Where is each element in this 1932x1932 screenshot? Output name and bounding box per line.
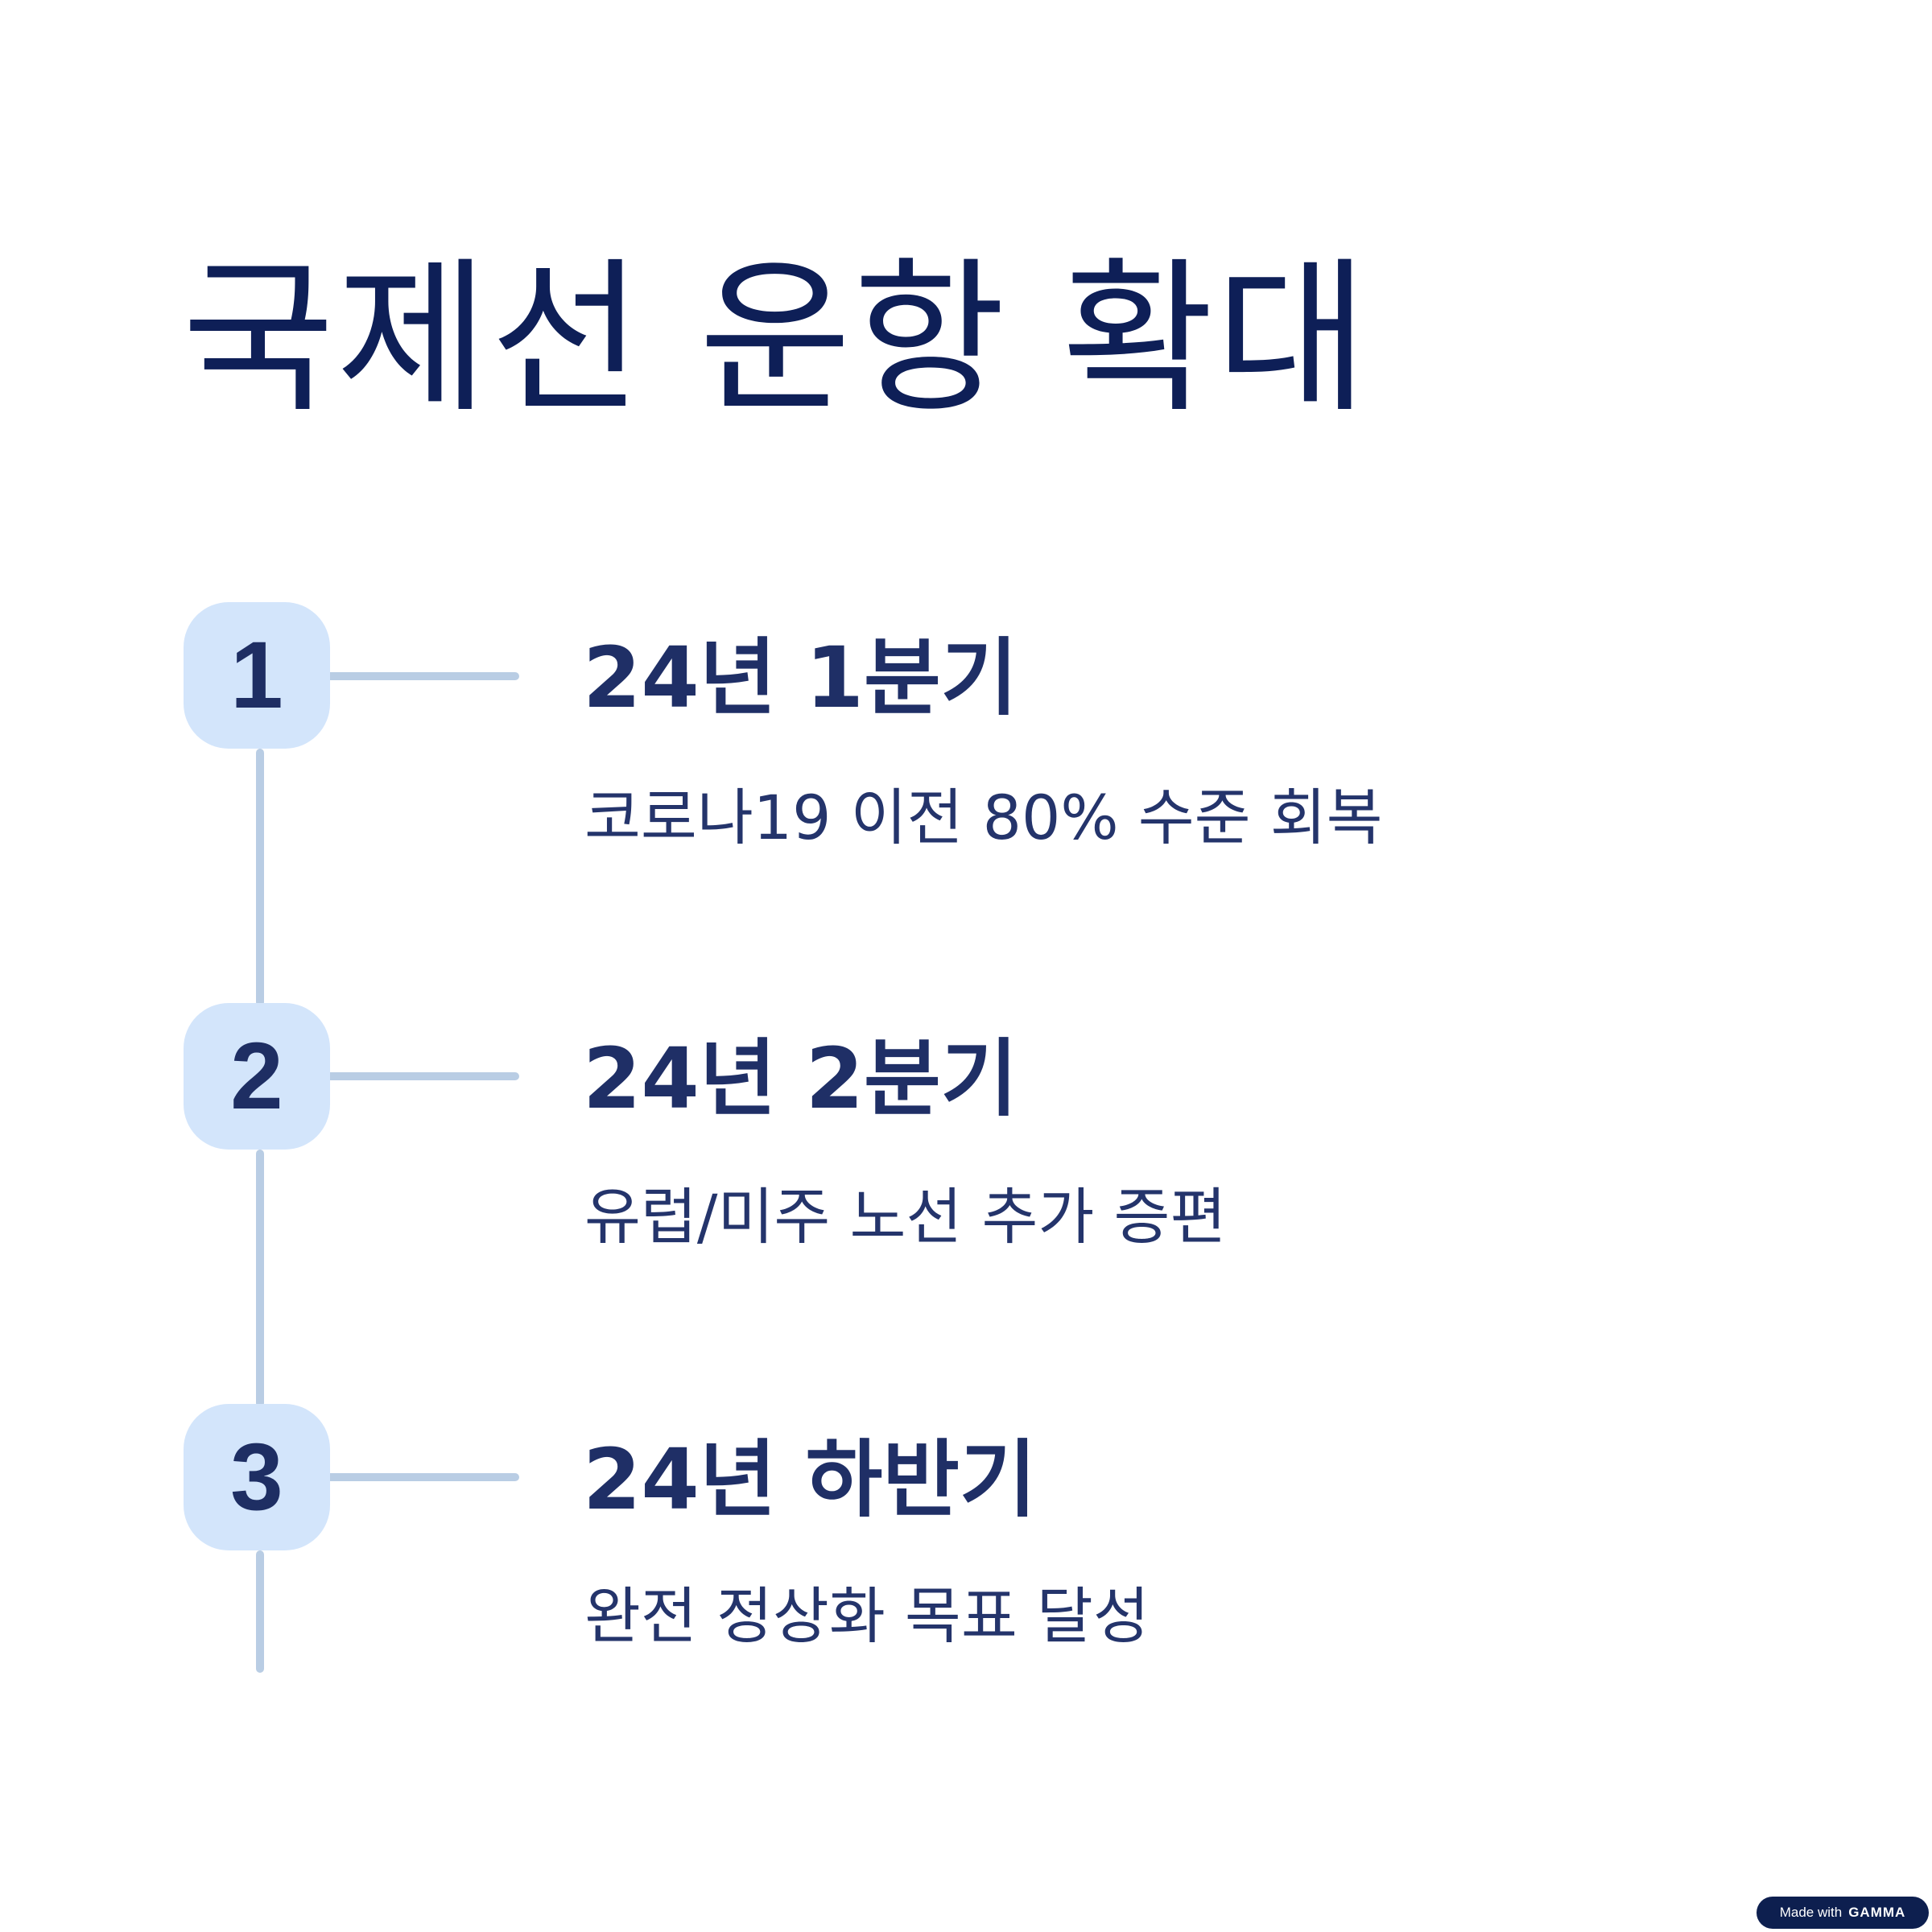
step-badge: 2 bbox=[184, 1003, 330, 1150]
step-number: 1 bbox=[230, 622, 283, 729]
step-heading: 24년 1분기 bbox=[583, 629, 1018, 727]
step-heading: 24년 2분기 bbox=[583, 1030, 1018, 1128]
timeline-spine-segment bbox=[256, 1150, 264, 1407]
page-title: 국제선 운항 확대 bbox=[182, 242, 1370, 436]
made-with-gamma-badge[interactable]: Made with GAMMA bbox=[1757, 1897, 1929, 1929]
step-heading: 24년 하반기 bbox=[583, 1430, 1037, 1529]
step-badge: 1 bbox=[184, 602, 330, 749]
step-description: 완전 정상화 목표 달성 bbox=[584, 1580, 1150, 1652]
gamma-logo: GAMMA bbox=[1848, 1905, 1906, 1920]
timeline-spine-segment bbox=[256, 749, 264, 1006]
timeline-connector bbox=[326, 1473, 519, 1481]
timeline-connector bbox=[326, 1072, 519, 1080]
step-description: 유럽/미주 노선 추가 증편 bbox=[584, 1181, 1227, 1253]
timeline-spine-segment bbox=[256, 1550, 264, 1673]
step-number: 3 bbox=[230, 1424, 283, 1530]
step-badge: 3 bbox=[184, 1404, 330, 1550]
step-number: 2 bbox=[230, 1023, 283, 1129]
timeline-connector bbox=[326, 672, 519, 680]
step-description: 코로나19 이전 80% 수준 회복 bbox=[584, 782, 1383, 853]
badge-prefix: Made with bbox=[1779, 1905, 1843, 1920]
